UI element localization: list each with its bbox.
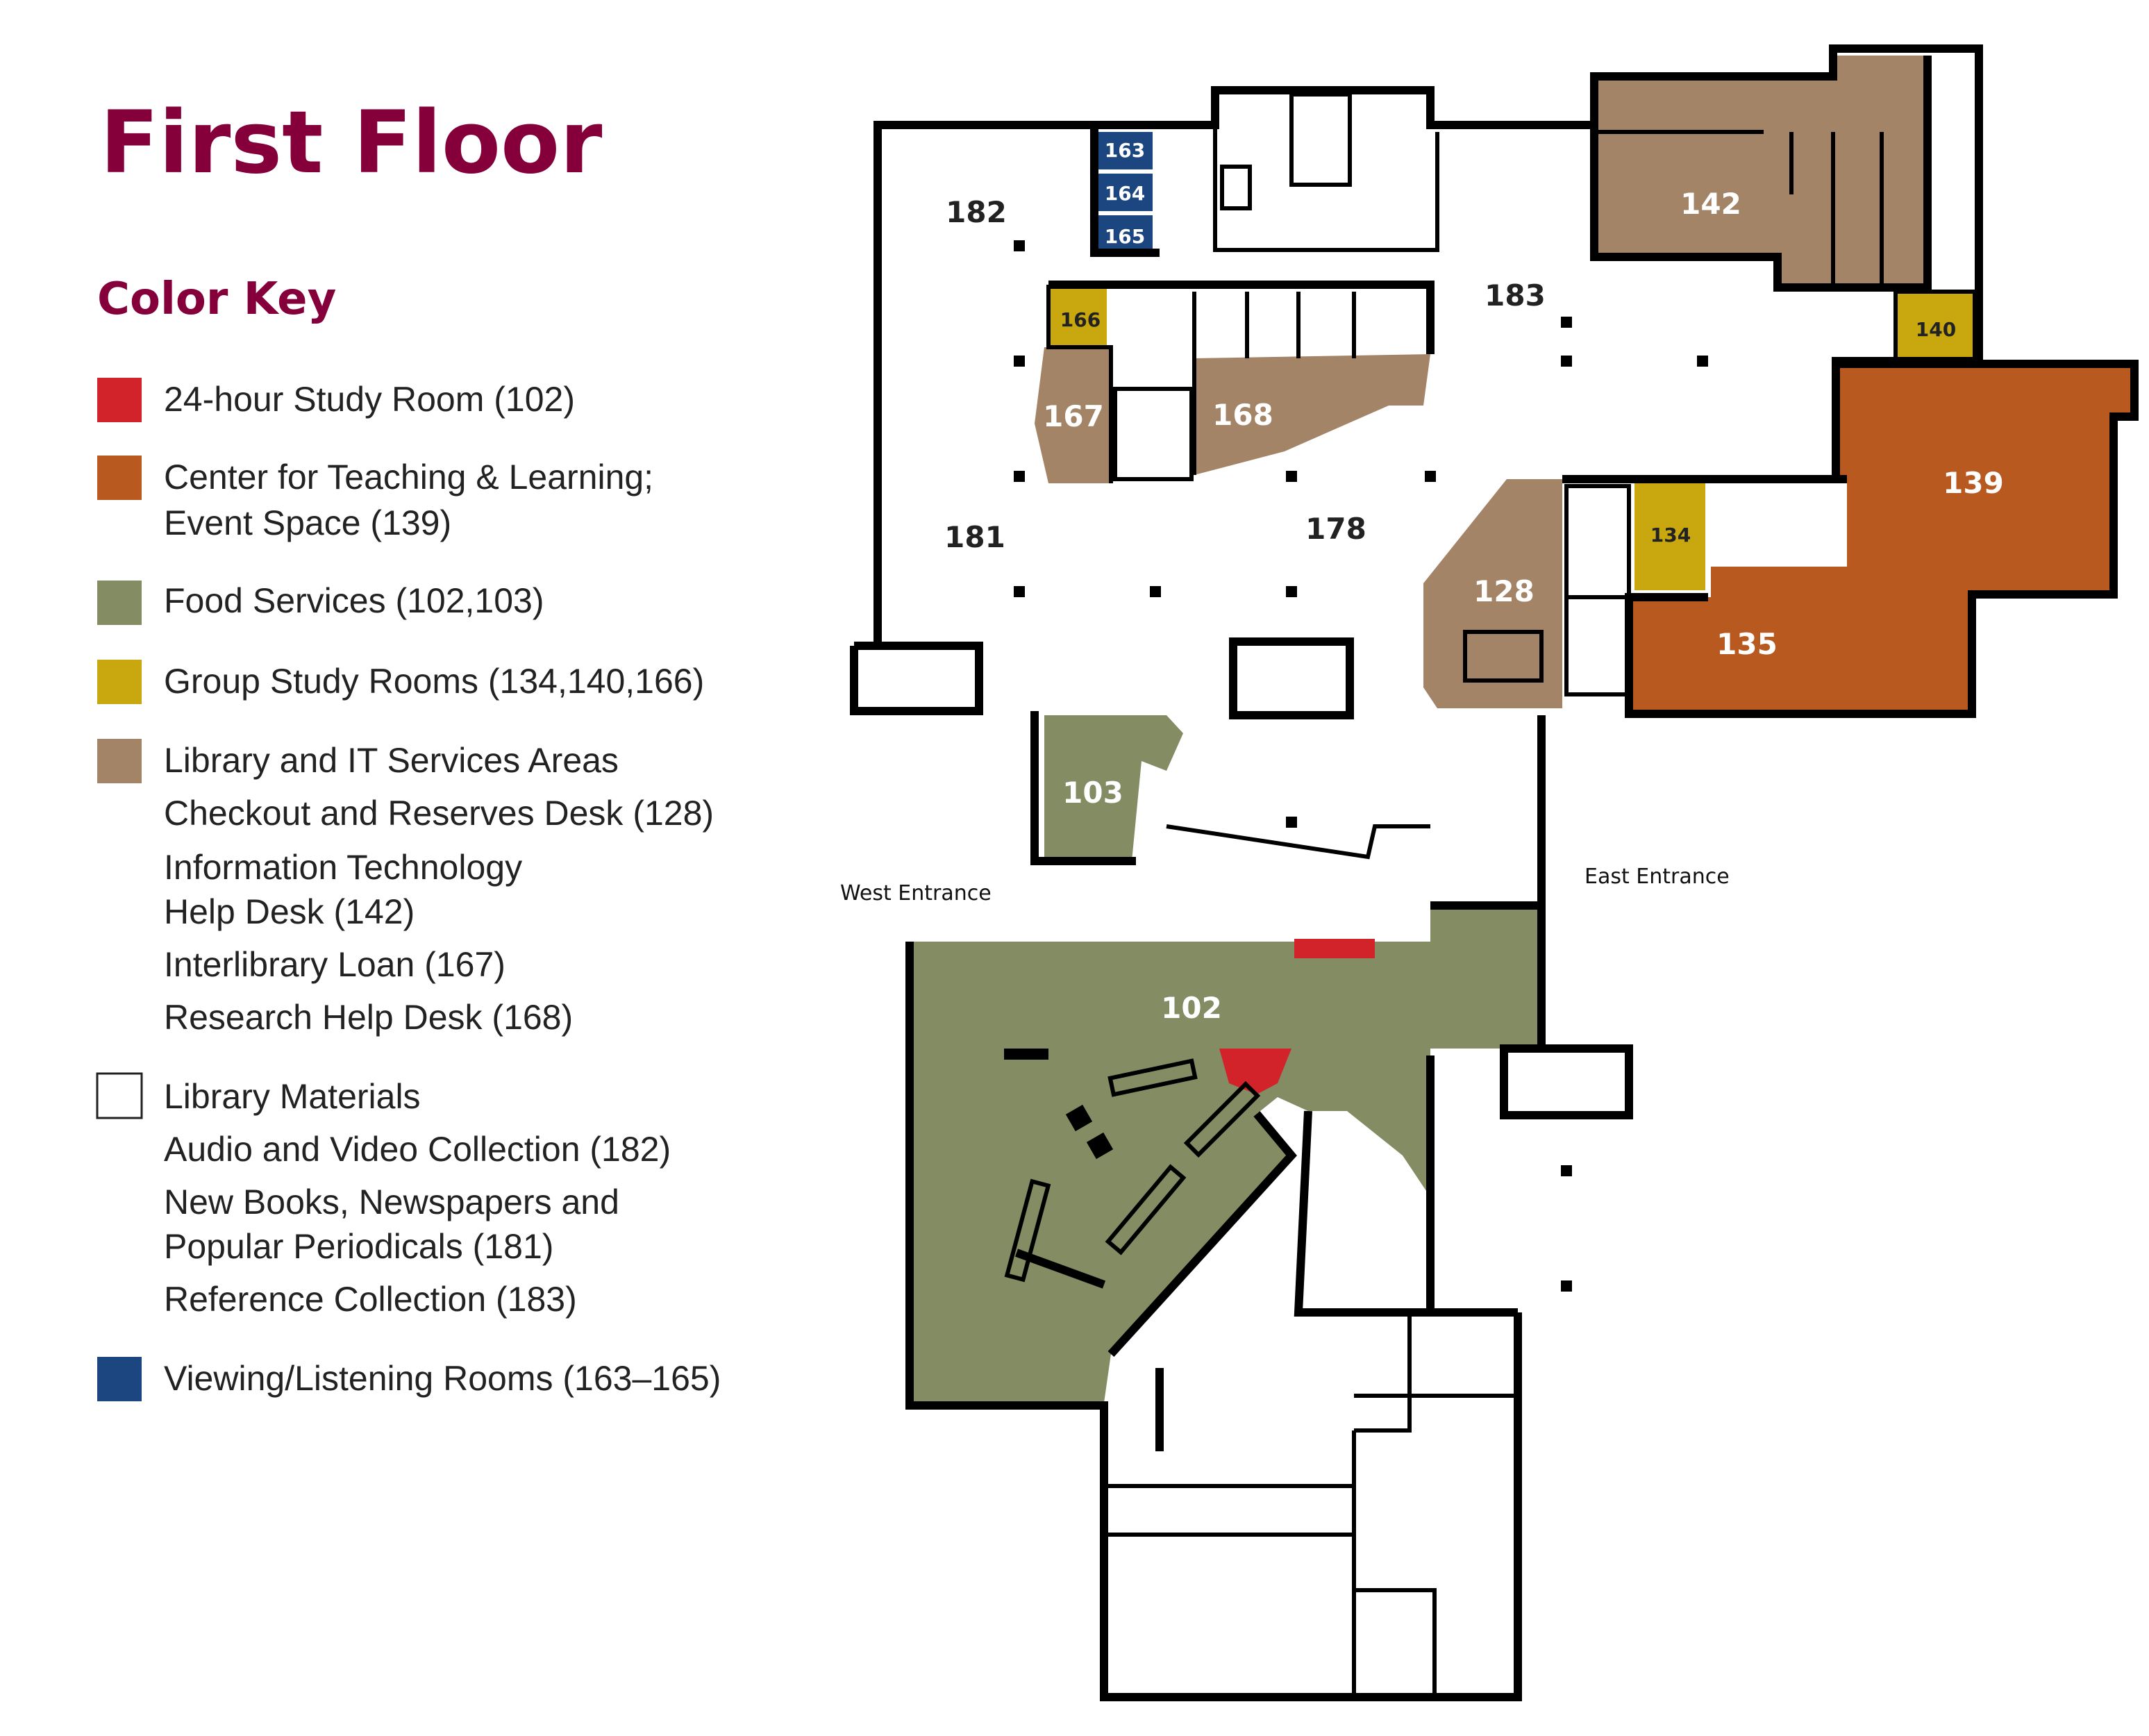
room-163-area[interactable] — [1094, 132, 1153, 169]
legend-item-label: Viewing/Listening Rooms (163–165) — [164, 1359, 721, 1398]
room-181-label: 181 — [944, 520, 1005, 554]
legend-item-label: Library Materials — [164, 1077, 421, 1116]
room-139-area[interactable] — [1632, 364, 2132, 711]
room-134-area[interactable] — [1634, 479, 1705, 590]
legend-item-label: Interlibrary Loan (167) — [164, 945, 505, 984]
pillar — [1014, 240, 1025, 251]
legend-item-label: Reference Collection (183) — [164, 1280, 577, 1319]
room-165-area[interactable] — [1094, 215, 1153, 253]
room-164-label: 164 — [1105, 182, 1145, 205]
room-142-area[interactable] — [1594, 56, 1923, 287]
room-163-label: 163 — [1105, 139, 1145, 162]
legend-swatch — [97, 660, 142, 704]
legend-item-label: Checkout and Reserves Desk (128) — [164, 794, 714, 833]
east-entrance-label: East Entrance — [1584, 865, 1730, 889]
room-164-area[interactable] — [1094, 174, 1153, 211]
legend-item-label: Information Technology — [164, 848, 522, 887]
room-168-label: 168 — [1212, 398, 1273, 432]
legend-item-label: Research Help Desk (168) — [164, 998, 573, 1037]
room-140-label: 140 — [1916, 318, 1956, 341]
room-103-label: 103 — [1062, 776, 1123, 810]
pillar — [1697, 356, 1708, 367]
room-135-label: 135 — [1716, 627, 1778, 661]
legend-item-label: Library and IT Services Areas — [164, 741, 619, 780]
pillar — [1561, 317, 1572, 328]
pillar — [1561, 1280, 1572, 1292]
room-167-area[interactable] — [1035, 347, 1111, 483]
pillar — [1561, 1165, 1572, 1176]
pillar — [1150, 586, 1161, 597]
legend-swatch — [97, 581, 142, 625]
legend-swatch — [96, 1072, 143, 1119]
pillar — [1014, 586, 1025, 597]
pillar — [1561, 356, 1572, 367]
legend-swatch — [97, 378, 142, 422]
study-room-24h-bar[interactable] — [1294, 939, 1375, 958]
legend-swatch — [97, 456, 142, 500]
room-labels: 182 181 178 183 163 164 165 166 167 168 … — [944, 139, 2004, 1025]
page-title: First Floor — [100, 93, 602, 193]
pillar — [1286, 471, 1297, 482]
room-167-label: 167 — [1043, 399, 1104, 433]
room-166-area[interactable] — [1048, 287, 1107, 347]
legend-item-label: Group Study Rooms (134,140,166) — [164, 662, 704, 701]
color-key: 24-hour Study Room (102) Center for Teach… — [96, 378, 721, 1401]
legend-item-label: Center for Teaching & Learning; — [164, 458, 653, 496]
legend-item-label: 24-hour Study Room (102) — [164, 380, 575, 419]
room-165-label: 165 — [1105, 225, 1145, 248]
pillar — [1014, 356, 1025, 367]
room-178-label: 178 — [1305, 512, 1366, 546]
pillar — [1014, 471, 1025, 482]
room-139-label: 139 — [1943, 466, 2004, 500]
legend-swatch — [97, 739, 142, 783]
pillar — [1425, 471, 1436, 482]
pillar — [1286, 586, 1297, 597]
room-102-label: 102 — [1161, 991, 1222, 1025]
walls — [850, 44, 2139, 1701]
legend-item-label: Popular Periodicals (181) — [164, 1227, 553, 1266]
room-128-label: 128 — [1473, 574, 1535, 608]
room-102-area[interactable] — [914, 905, 1541, 1403]
legend-item-label: Audio and Video Collection (182) — [164, 1130, 671, 1169]
room-142-label: 142 — [1680, 187, 1741, 221]
room-166-label: 166 — [1060, 308, 1101, 331]
room-128-area[interactable] — [1423, 479, 1562, 708]
legend-item-label: Event Space (139) — [164, 503, 451, 542]
room-134-label: 134 — [1650, 524, 1691, 546]
room-140-area[interactable] — [1896, 292, 1975, 361]
rooms — [914, 56, 2132, 1403]
legend-heading: Color Key — [97, 274, 336, 325]
legend-item-label: Help Desk (142) — [164, 892, 415, 931]
room-168-area[interactable] — [1194, 354, 1430, 475]
legend-item-label: Food Services (102,103) — [164, 581, 544, 620]
pillars — [1014, 240, 1708, 1292]
legend-swatch — [97, 1357, 142, 1401]
room-182-label: 182 — [946, 195, 1007, 229]
pillar — [1286, 817, 1297, 828]
room-103-area[interactable] — [1044, 715, 1183, 861]
room-183-label: 183 — [1485, 278, 1546, 312]
study-room-24h-area[interactable] — [1219, 1049, 1291, 1094]
legend-item-label: New Books, Newspapers and — [164, 1183, 619, 1221]
west-entrance-label: West Entrance — [840, 881, 992, 905]
